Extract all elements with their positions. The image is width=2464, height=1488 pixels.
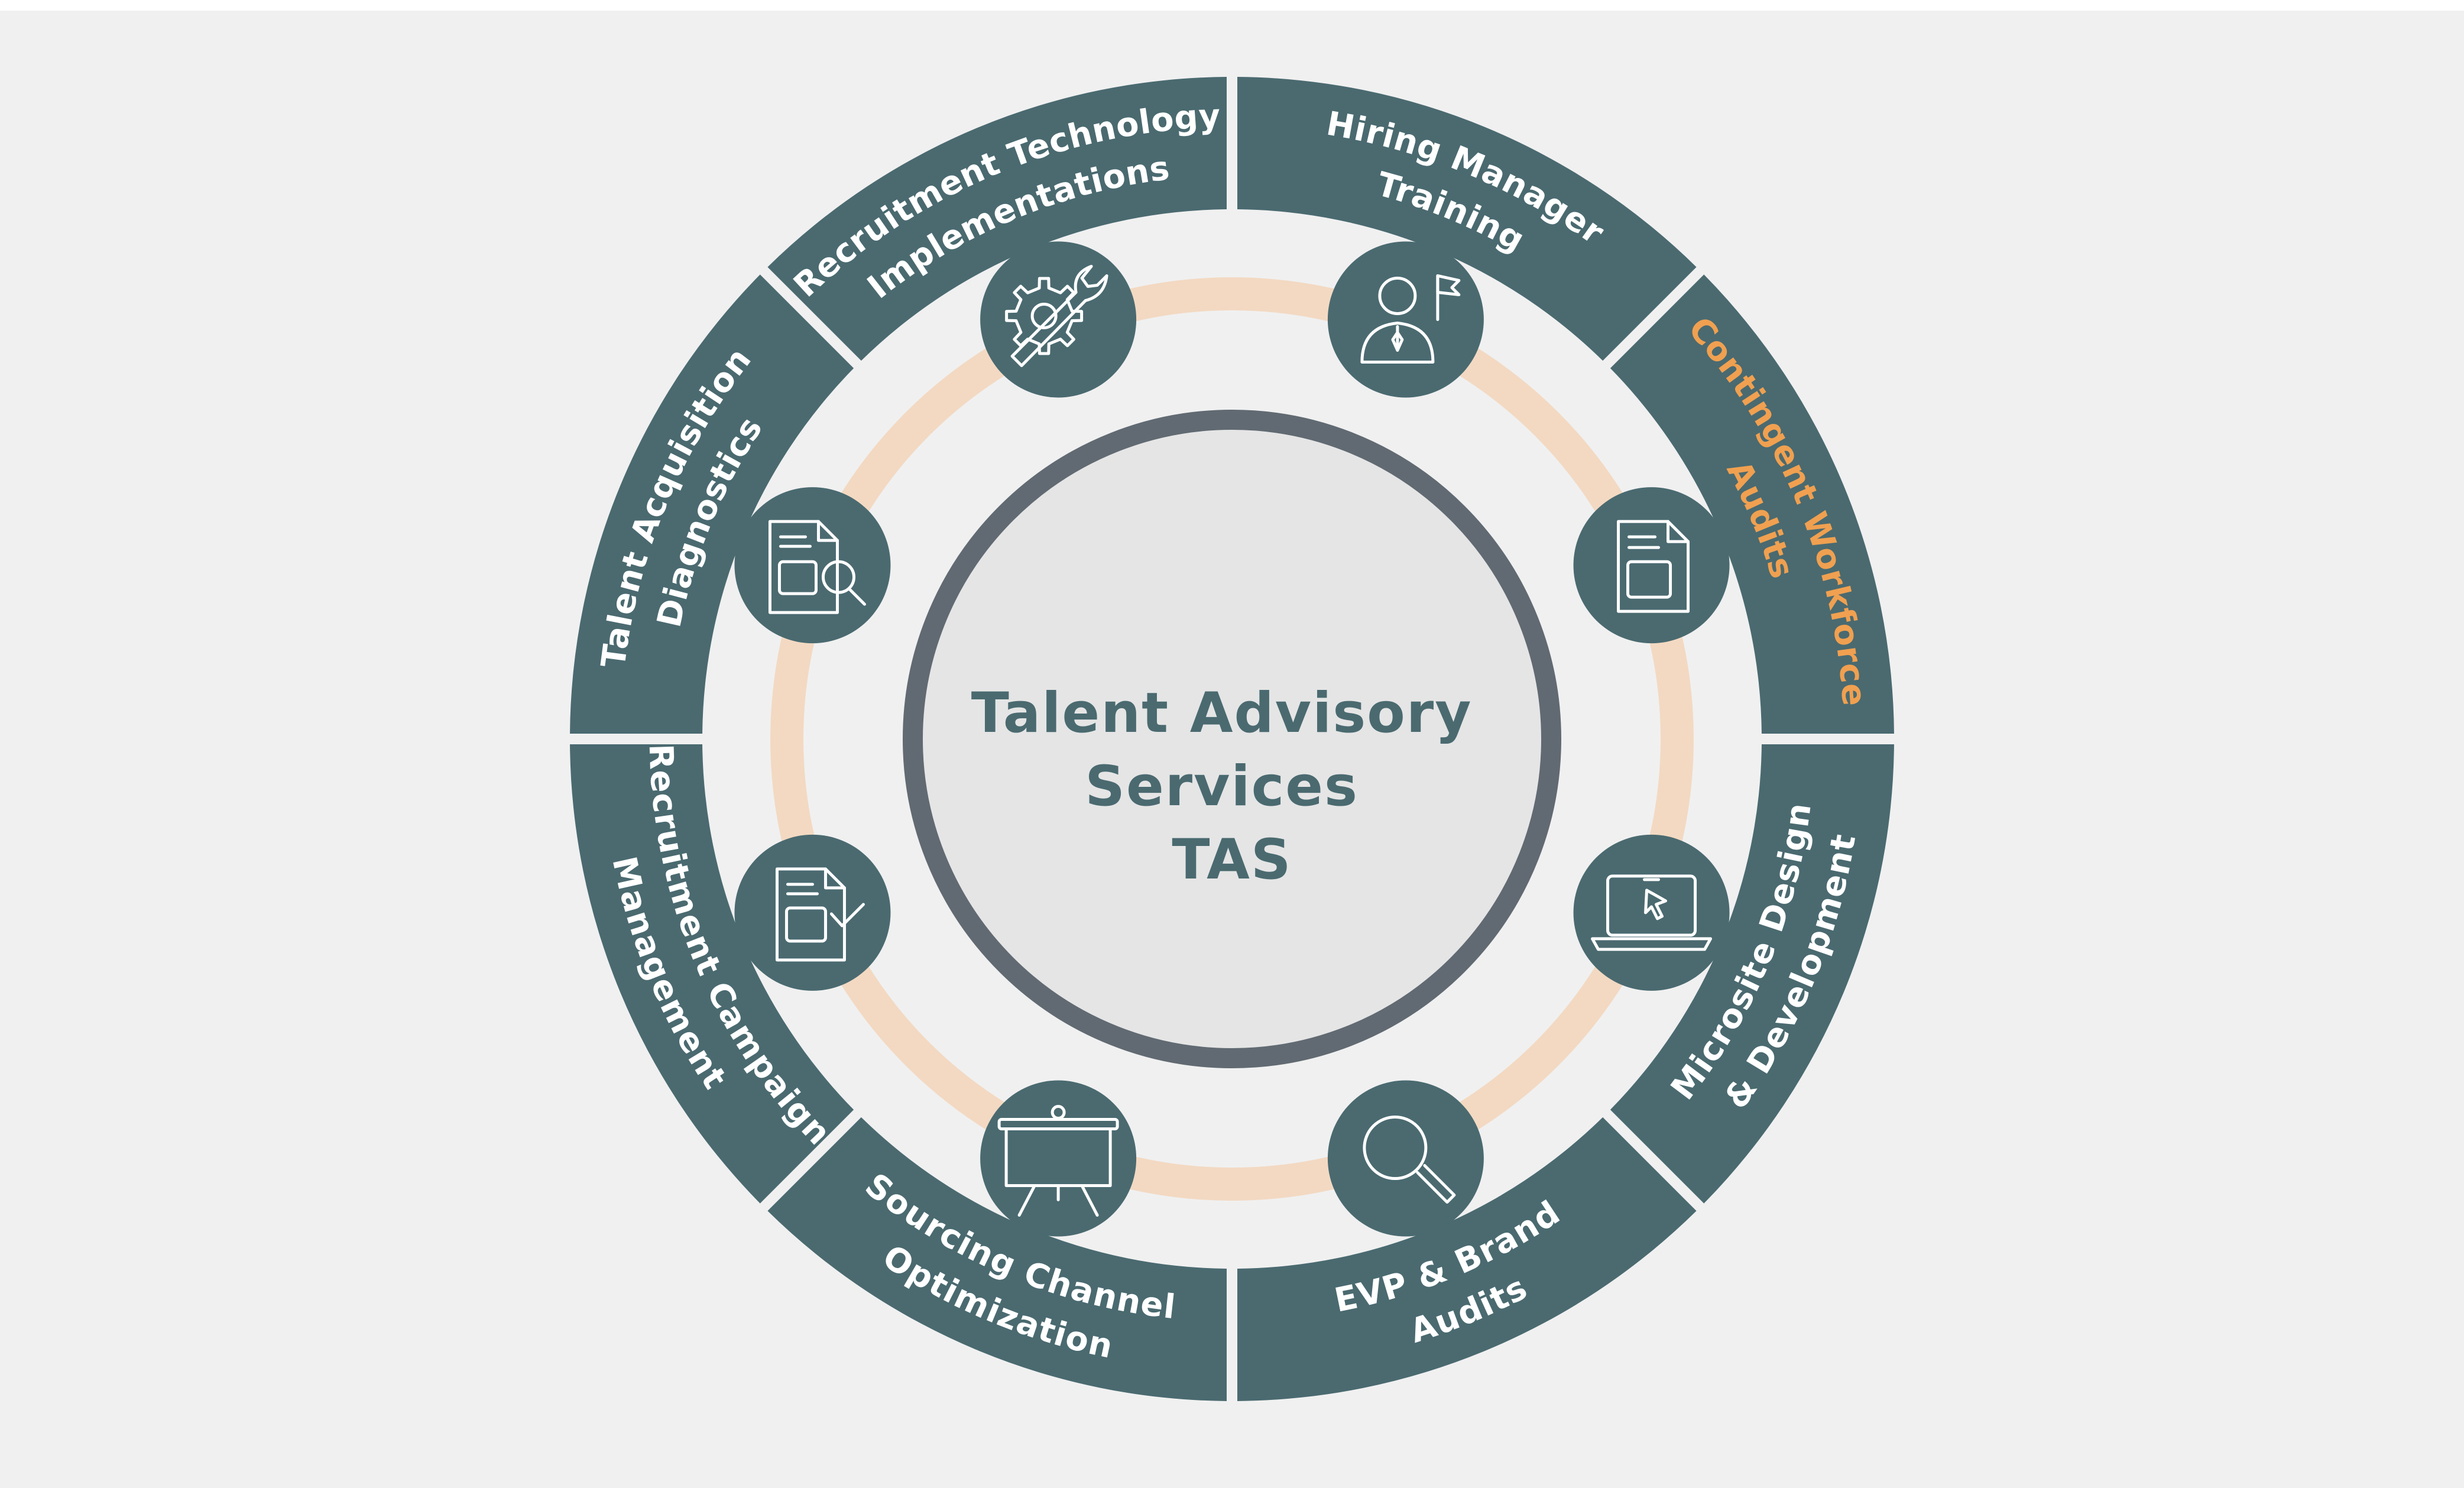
icon-badge (980, 1080, 1137, 1237)
icon-badge (734, 834, 891, 991)
segment-band (570, 744, 854, 1204)
center-title-line: Services (1085, 754, 1359, 819)
icon-badge-circle (734, 487, 891, 644)
segment-band (1237, 77, 1697, 361)
document-check-icon (775, 867, 865, 962)
document-search-icon (768, 520, 866, 614)
icon-badge-circle (1327, 1080, 1484, 1237)
laptop-cursor-icon (1591, 874, 1713, 951)
segment-band (767, 77, 1227, 361)
presentation-board-icon (997, 1105, 1119, 1217)
icon-badge (980, 241, 1137, 398)
center-title: Talent Advisory Services TAS (971, 681, 1493, 892)
icon-badge-circle (1573, 834, 1730, 991)
icon-badge-circle (1573, 487, 1730, 644)
segment-band (1610, 274, 1894, 734)
segment-band (1237, 1117, 1697, 1401)
icon-badge-circle (980, 1080, 1137, 1237)
segment-band (570, 274, 854, 734)
gear-wrench-icon (1005, 264, 1108, 367)
icon-badge (1327, 1080, 1484, 1237)
accent-ring (770, 277, 1694, 1201)
center-title-line: Talent Advisory (971, 681, 1473, 745)
icon-badge (1573, 834, 1730, 991)
icon-badge-circle (1327, 241, 1484, 398)
icon-badge-circle (734, 834, 891, 991)
segment-band (767, 1117, 1227, 1401)
segment-band (1610, 744, 1894, 1204)
document-icon (1617, 520, 1690, 613)
center-title-line: TAS (1172, 828, 1292, 892)
icon-badge (1573, 487, 1730, 644)
icon-badge (734, 487, 891, 644)
magnifier-icon (1363, 1116, 1456, 1204)
manager-with-flag-icon (1360, 274, 1461, 364)
icon-badge (1327, 241, 1484, 398)
center-circle (903, 410, 1561, 1068)
icon-badges (734, 241, 1730, 1237)
icon-badge-circle (980, 241, 1137, 398)
